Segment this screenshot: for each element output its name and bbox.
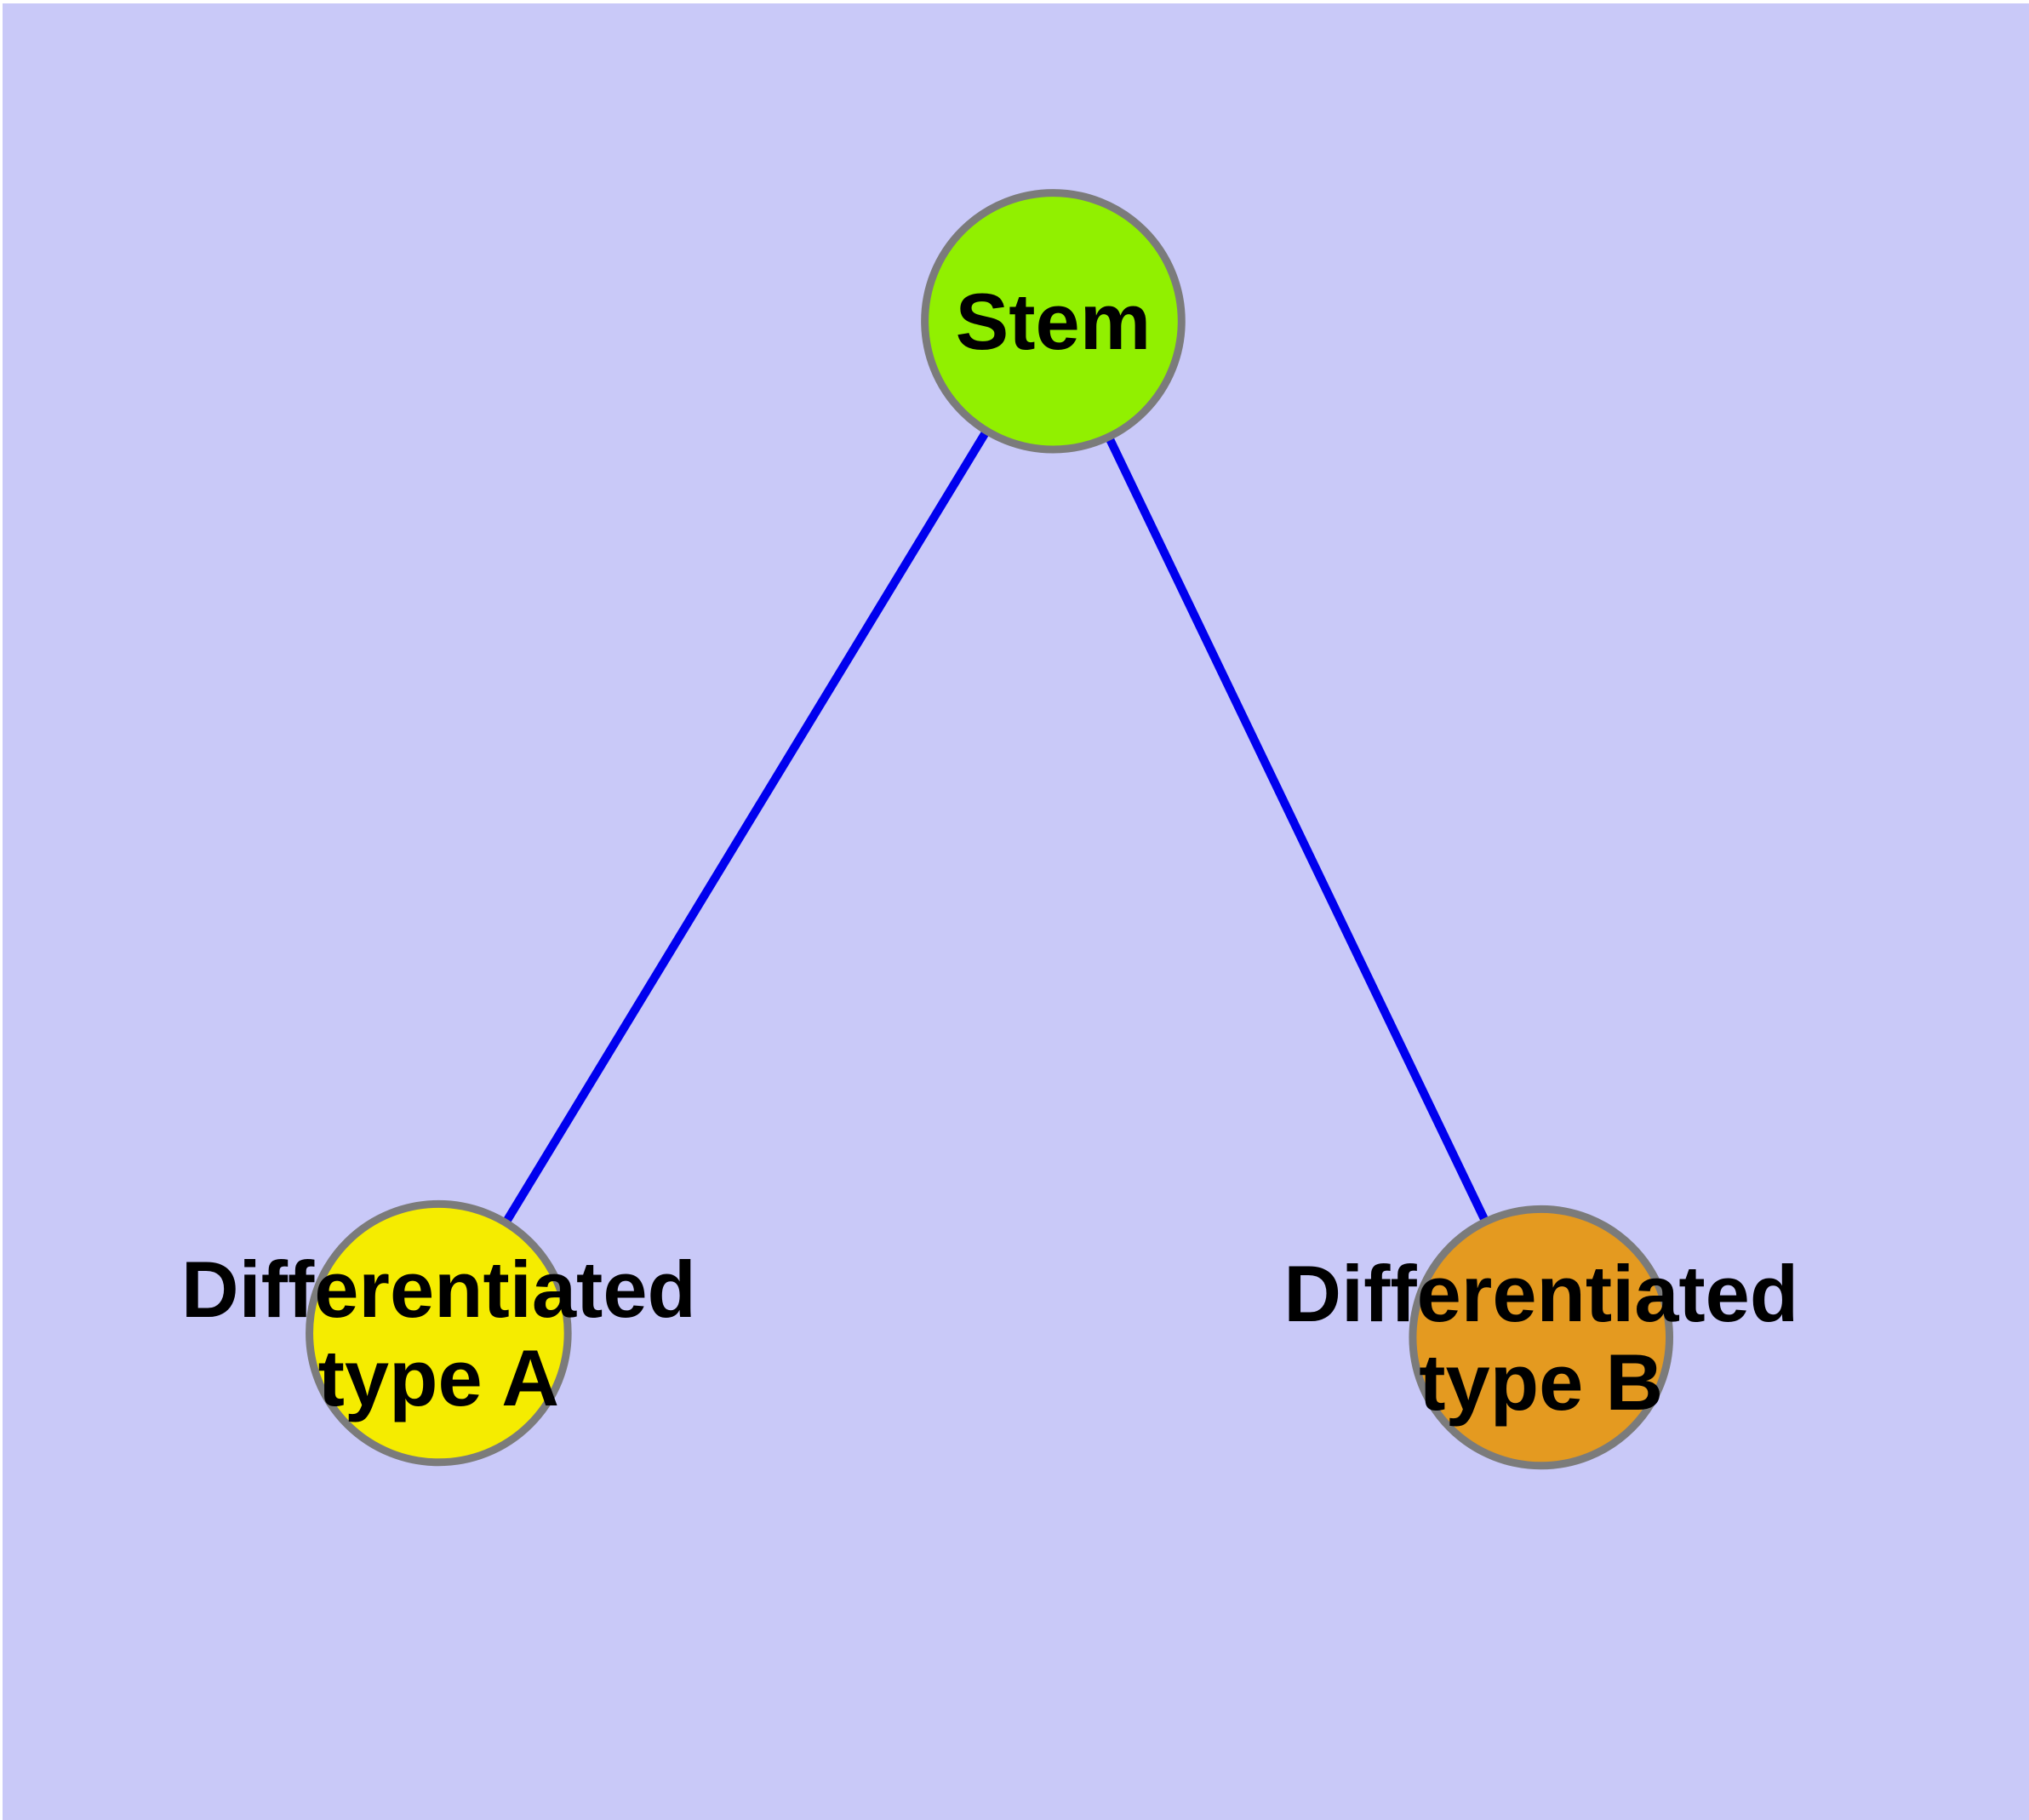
edge-stem-to-differentiated-type-a xyxy=(435,318,1057,1336)
node-stem-label-line-1: Stem xyxy=(956,277,1152,366)
edge-stem-to-differentiated-type-b xyxy=(1049,319,1546,1340)
node-differentiated-type-a-label-line-1: Differentiated xyxy=(181,1245,696,1334)
node-stem-circle xyxy=(921,189,1186,454)
node-stem: Stem xyxy=(921,189,1186,454)
node-differentiated-type-b-label-line-1: Differentiated xyxy=(1283,1249,1798,1338)
node-stem-label: Stem xyxy=(956,277,1152,366)
node-differentiated-type-a-circle xyxy=(306,1199,572,1467)
node-differentiated-type-a-label-line-2: type A xyxy=(318,1333,559,1422)
node-differentiated-type-b-circle xyxy=(1409,1205,1674,1470)
node-differentiated-type-b-label-line-2: type B xyxy=(1419,1337,1663,1427)
